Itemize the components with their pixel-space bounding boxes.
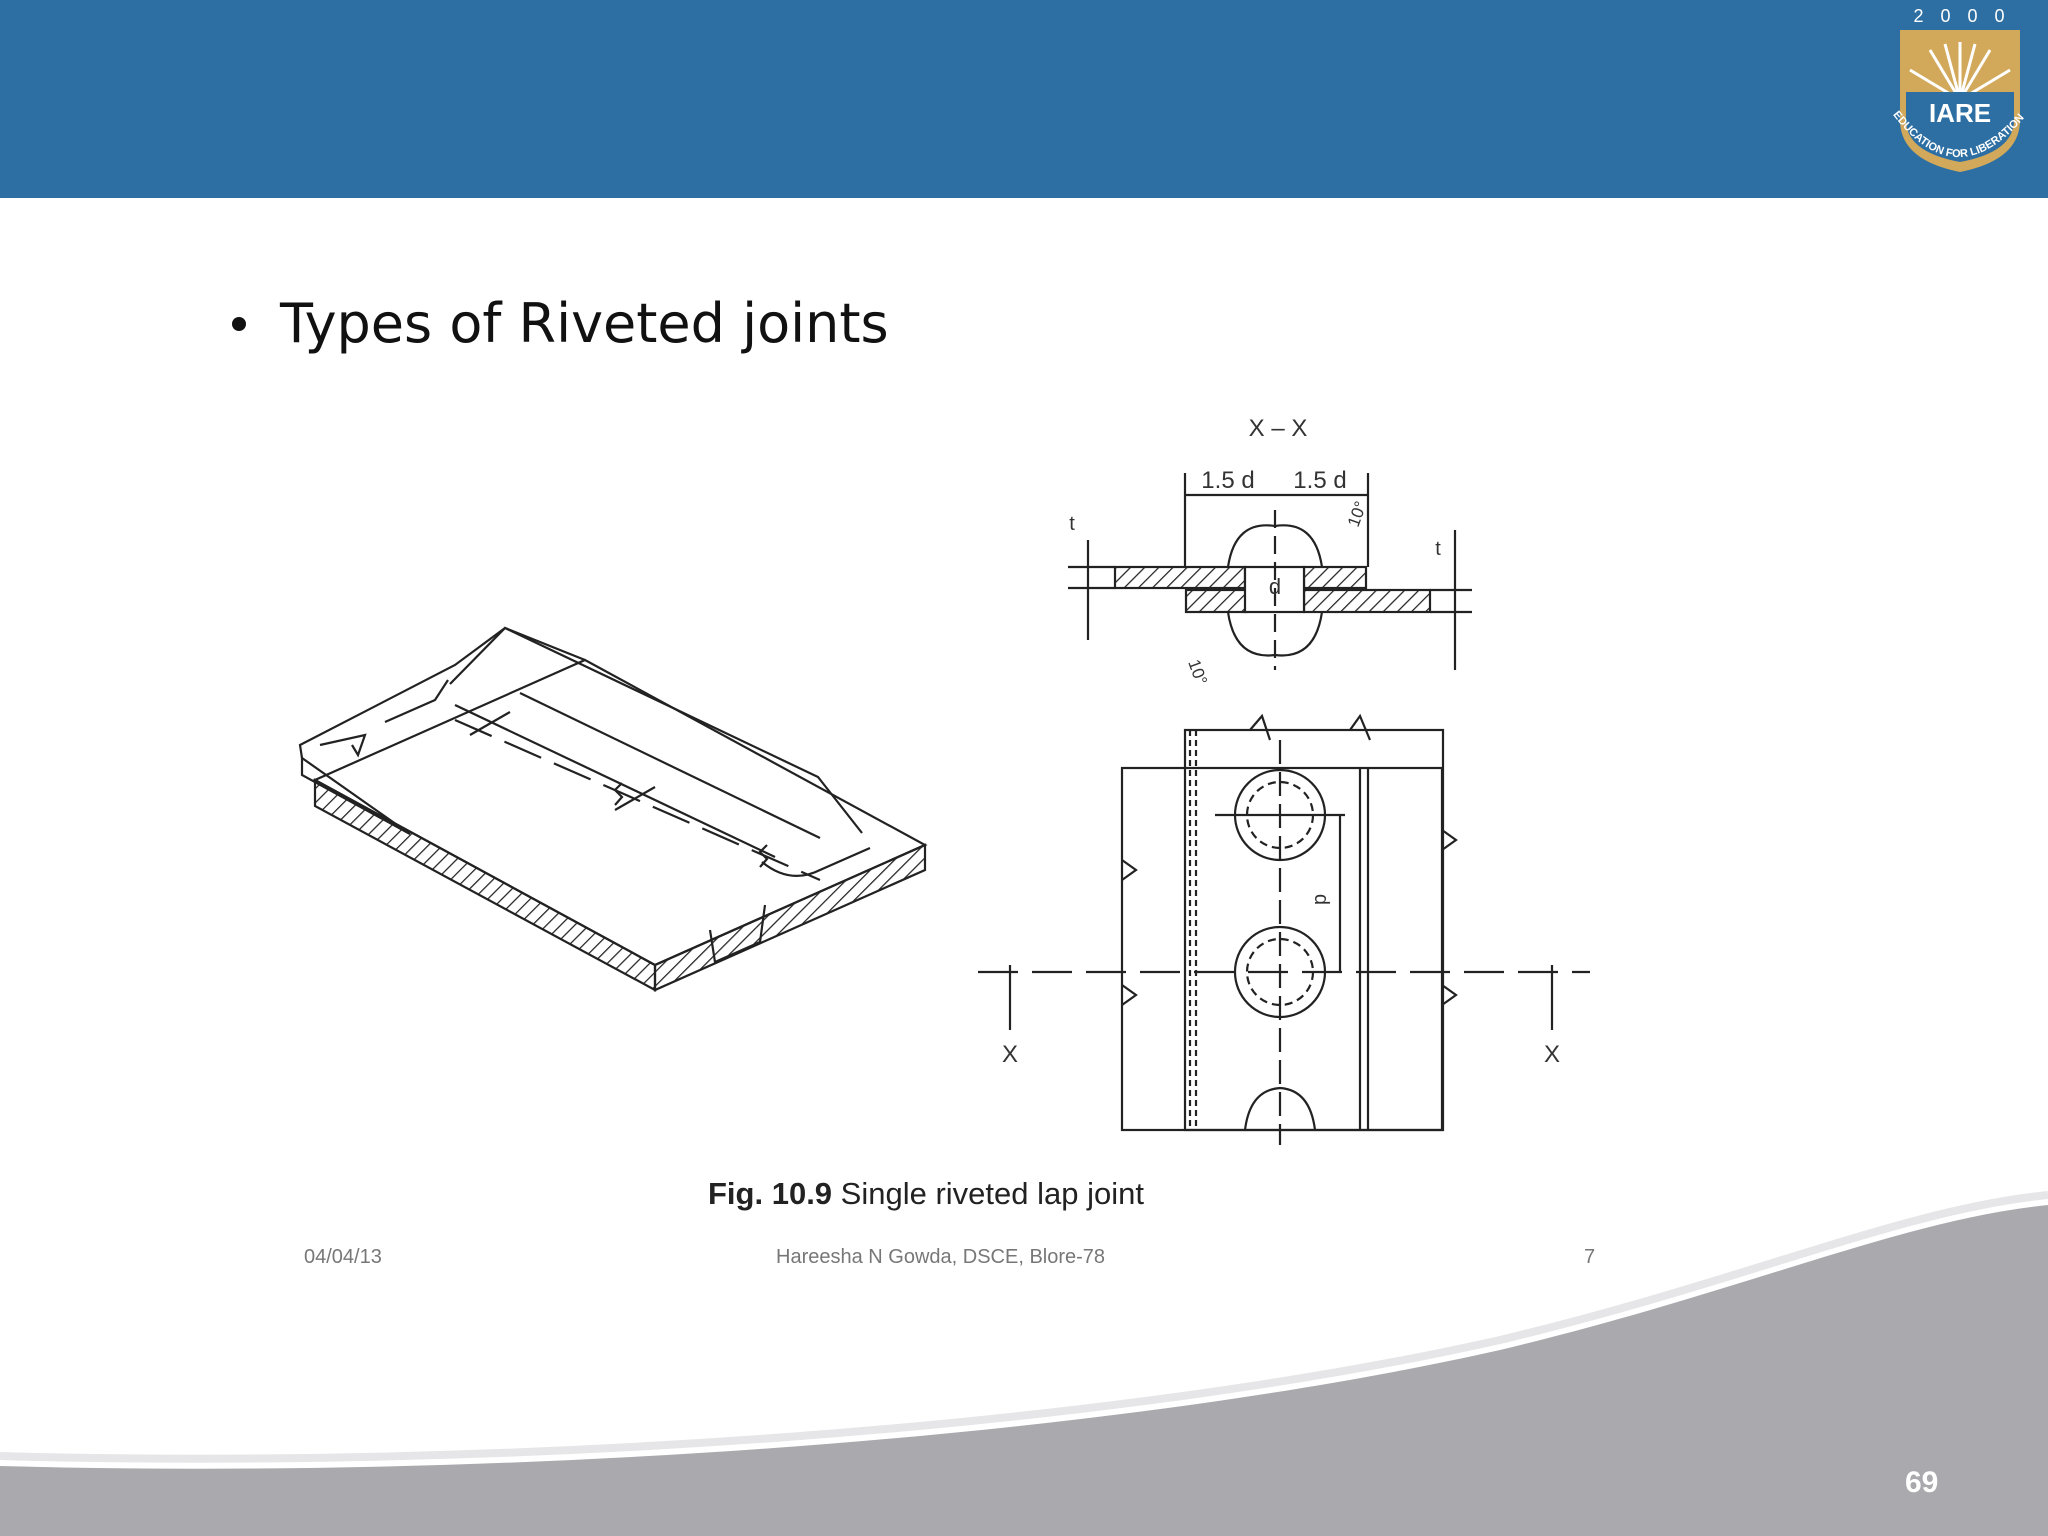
section-mark-right: X (1544, 1041, 1560, 1068)
bullet-icon (232, 316, 246, 331)
header-band (0, 0, 2048, 198)
section-mark-left: X (1002, 1041, 1018, 1068)
dim-angle-top-label: 10° (1344, 499, 1371, 530)
section-label: X – X (1249, 415, 1308, 442)
iare-logo: 2 0 0 0 IARE EDUCATION FOR LIBERATION (1890, 6, 2027, 172)
figure-caption: Fig. 10.9 Single riveted lap joint (708, 1176, 1144, 1211)
logo-name: IARE (1929, 98, 1991, 128)
footer-slide-number: 7 (1584, 1246, 1596, 1268)
isometric-view (298, 626, 928, 992)
footer-wave (0, 1191, 2048, 1536)
dim-d-label: d (1269, 574, 1281, 599)
page-number: 69 (1905, 1466, 1939, 1499)
plan-view (978, 713, 1590, 1145)
dim-angle-bottom-label: 10° (1184, 657, 1211, 688)
dim-t-right-label: t (1435, 538, 1441, 560)
dim-left-label: 1.5 d (1201, 467, 1254, 494)
bullet-text: Types of Riveted joints (280, 292, 889, 355)
dim-p-label: p (1309, 894, 1331, 905)
bullet-item: Types of Riveted joints (232, 292, 889, 355)
footer-date: 04/04/13 (304, 1246, 382, 1268)
dim-t-left-label: t (1069, 513, 1075, 535)
dim-right-label: 1.5 d (1293, 467, 1346, 494)
logo-year: 2 0 0 0 (1913, 6, 2010, 26)
section-view (1068, 473, 1472, 670)
footer-author: Hareesha N Gowda, DSCE, Blore-78 (776, 1246, 1106, 1268)
